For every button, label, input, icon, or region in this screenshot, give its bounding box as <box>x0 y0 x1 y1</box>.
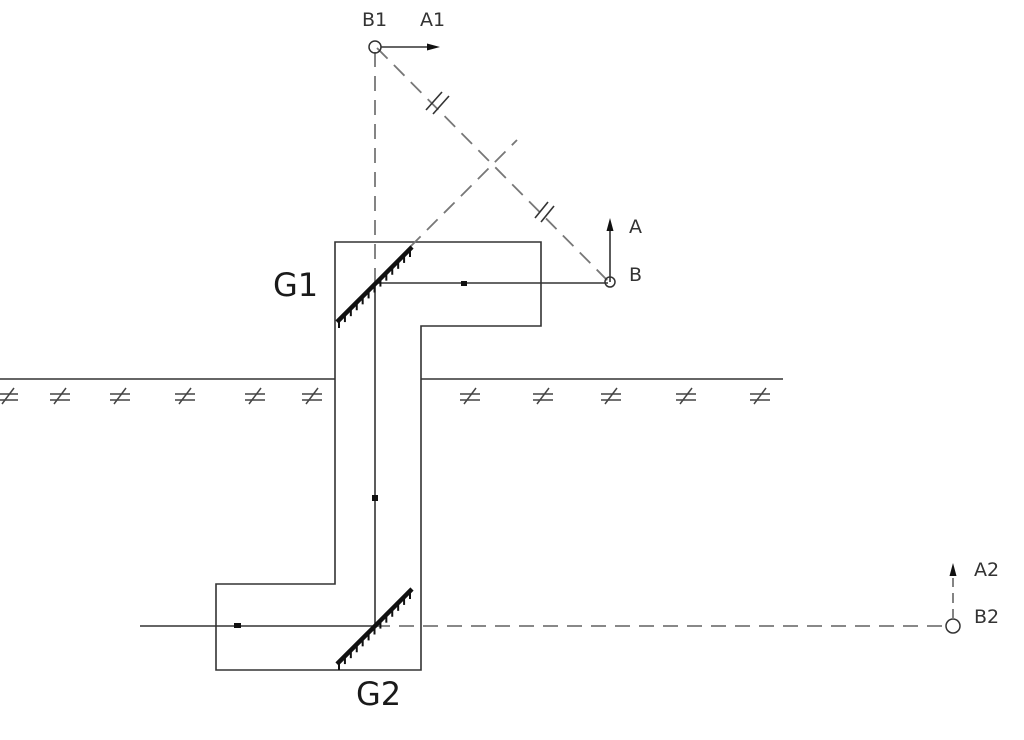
periscope-tube-outline <box>215 241 542 671</box>
label-b1: B1 <box>362 9 387 31</box>
dashed-mirror-g1-extension <box>409 139 518 248</box>
water-hatch-mark <box>302 387 322 405</box>
label-a1: A1 <box>420 9 445 31</box>
image-arrow-a1-head <box>427 43 440 51</box>
label-b: B <box>629 264 642 286</box>
ray-arrow-mark-top <box>461 281 467 286</box>
label-a2: A2 <box>974 559 999 581</box>
image-point-b1 <box>368 40 382 54</box>
water-hatch-mark <box>110 387 130 405</box>
label-g1: G1 <box>273 266 318 304</box>
mirror-g2 <box>335 587 414 670</box>
label-g2: G2 <box>356 675 401 713</box>
water-hatch-mark <box>460 387 480 405</box>
water-hatch-mark <box>601 387 621 405</box>
label-a: A <box>629 216 642 238</box>
water-hatching <box>0 387 770 405</box>
water-hatch-mark <box>676 387 696 405</box>
equal-segment-mark-upper <box>425 91 450 115</box>
dashed-b1-to-b <box>376 47 609 282</box>
water-hatch-mark <box>175 387 195 405</box>
mirror-g1 <box>335 245 414 328</box>
label-b2: B2 <box>974 606 999 628</box>
ray-arrow-mark-middle <box>372 495 378 501</box>
water-hatch-mark <box>50 387 70 405</box>
object-arrow-a-head <box>606 218 614 231</box>
water-hatch-mark <box>245 387 265 405</box>
equal-segment-mark-lower <box>534 201 555 223</box>
image-arrow-a2-head <box>949 563 957 576</box>
water-hatch-mark <box>750 387 770 405</box>
water-hatch-mark <box>0 387 18 405</box>
image-point-b2 <box>945 618 961 634</box>
water-hatch-mark <box>533 387 553 405</box>
ray-arrow-mark-bottom <box>234 623 241 628</box>
